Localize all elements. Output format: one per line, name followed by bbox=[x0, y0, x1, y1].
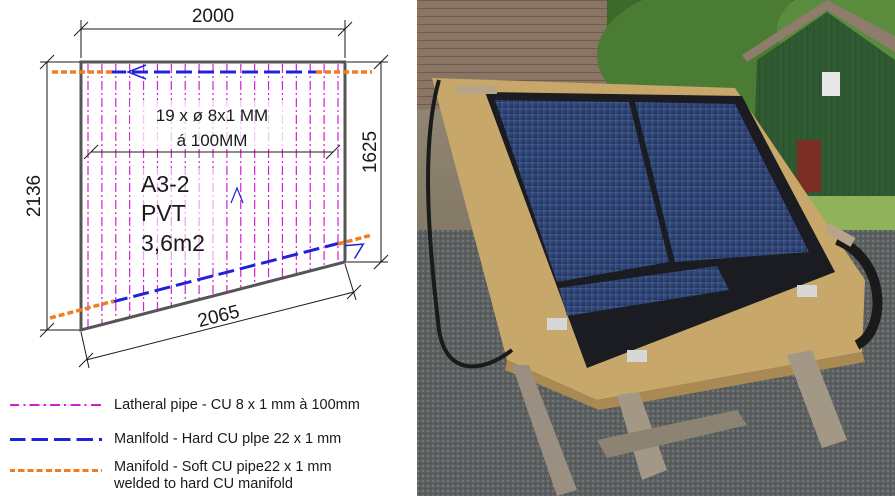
panel-name-bg bbox=[138, 168, 222, 262]
bracket-3 bbox=[797, 285, 817, 297]
pipe-spec-line2: á 100MM bbox=[177, 131, 248, 150]
bottom-dimension bbox=[78, 263, 362, 369]
pipe-spec-line1: 19 x ø 8x1 MM bbox=[156, 106, 268, 125]
legend-swatch-manifold-hard bbox=[10, 437, 102, 441]
bracket-2 bbox=[627, 350, 647, 362]
bottom-flow-arrow bbox=[345, 243, 365, 260]
legend-label-lateral: Latheral pipe - CU 8 x 1 mm à 100mm bbox=[114, 396, 360, 413]
pv-module-lower bbox=[559, 266, 729, 316]
width-label: 2000 bbox=[192, 6, 234, 27]
bottom-manifold-hard bbox=[111, 241, 341, 304]
legend-item-manifold-soft: Manifold - Soft CU pipe22 x 1 mm welded … bbox=[10, 458, 332, 494]
top-dimension bbox=[73, 20, 353, 58]
legend-label-manifold-soft-line1: Manifold - Soft CU pipe22 x 1 mm bbox=[114, 459, 332, 475]
pv-module-upper-right bbox=[635, 102, 809, 262]
bottom-label: 2065 bbox=[196, 301, 242, 332]
legend-swatch-lateral bbox=[10, 404, 102, 406]
panel-name-line2: PVT bbox=[141, 200, 186, 226]
spec-text-bg bbox=[130, 100, 295, 148]
right-pipe-fitting bbox=[824, 223, 856, 247]
left-hose bbox=[426, 79, 514, 369]
center-flow-arrow bbox=[230, 186, 244, 204]
pv-module-upper-left bbox=[495, 100, 669, 282]
panel-name-line3: 3,6m2 bbox=[141, 230, 205, 256]
stand-leg-right bbox=[787, 350, 847, 448]
dimension-diagram: 2000 2136 1625 2065 19 x ø 8x1 MM á 100M… bbox=[24, 6, 389, 369]
height-right-label: 1625 bbox=[360, 131, 381, 173]
stand-base bbox=[597, 410, 747, 458]
legend-label-manifold-soft: Manifold - Soft CU pipe22 x 1 mm welded … bbox=[114, 459, 332, 493]
green-building bbox=[752, 12, 895, 200]
bottom-left-manifold-soft bbox=[49, 299, 115, 320]
height-left-label: 2136 bbox=[24, 175, 45, 217]
panel-frame bbox=[79, 60, 347, 332]
legend-label-manifold-soft-line2: welded to hard CU manifold bbox=[114, 476, 293, 492]
bottom-right-manifold-soft bbox=[337, 233, 373, 246]
right-hose bbox=[834, 235, 883, 350]
building-door bbox=[797, 140, 821, 192]
legend-item-manifold-hard: Manlfold - Hard CU plpe 22 x 1 mm bbox=[10, 426, 341, 452]
pipe-spacing-dimension bbox=[83, 144, 341, 160]
building-window bbox=[822, 72, 840, 96]
stand-leg-left bbox=[512, 365, 577, 496]
pvt-panel-photo bbox=[417, 0, 895, 496]
legend-swatch-manifold-soft bbox=[10, 468, 102, 472]
legend-label-manifold-hard: Manlfold - Hard CU plpe 22 x 1 mm bbox=[114, 430, 342, 447]
top-flow-arrow bbox=[125, 64, 147, 80]
legend-item-lateral: Latheral pipe - CU 8 x 1 mm à 100mm bbox=[10, 392, 360, 418]
green-building-roof bbox=[742, 0, 895, 62]
right-dimension bbox=[347, 54, 389, 270]
bracket-1 bbox=[547, 318, 567, 330]
top-pipe-fitting bbox=[457, 86, 497, 94]
panel-name-line1: A3-2 bbox=[141, 171, 190, 197]
left-dimension bbox=[39, 54, 80, 338]
